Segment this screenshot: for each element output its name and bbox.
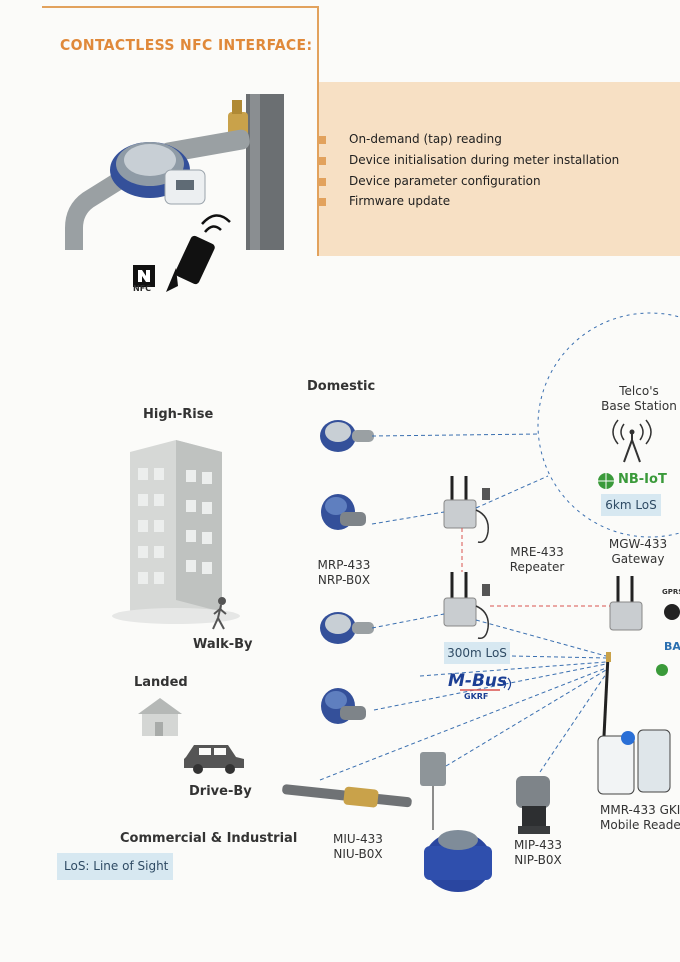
top-border: [42, 6, 318, 8]
nb-globe-icon: [656, 664, 668, 676]
feature-item: Device parameter configuration: [318, 174, 541, 188]
bac-logo: BAC: [664, 640, 680, 653]
repeater-link-lines: [461, 528, 610, 607]
meter-domestic-1: [320, 420, 374, 452]
domestic-label: Domestic: [307, 379, 376, 394]
los-6km-badge: 6km LoS: [601, 494, 661, 516]
nfc-feature-panel: On-demand (tap) reading Device initialis…: [318, 82, 680, 256]
los-legend-text: LoS: Line of Sight: [64, 859, 169, 873]
panel-divider: [317, 6, 319, 256]
nfc-logo-label: NFC: [133, 284, 152, 293]
bullet-icon: [318, 157, 326, 165]
landed-house-icon: [138, 698, 182, 736]
car-icon: [184, 745, 244, 774]
los-300m-badge: 300m LoS: [444, 642, 510, 664]
rf-link-lines: [319, 433, 607, 781]
feature-item: Device initialisation during meter insta…: [318, 153, 619, 167]
bulk-meter-icon: [420, 752, 492, 892]
meter-domestic-3: [320, 612, 374, 644]
cell-tower-icon: [612, 419, 652, 463]
meter-domestic-2: [321, 494, 366, 530]
mip-meter-icon: [516, 776, 550, 834]
miu-pipe-icon: [282, 784, 412, 808]
nbiot-label: NB-IoT: [618, 472, 667, 487]
mobile-reader-icon: [597, 652, 671, 795]
feature-item: Firmware update: [318, 194, 450, 208]
gkrf-label: GKRF: [464, 692, 489, 701]
meter-domestic-4: [321, 688, 366, 724]
bullet-icon: [318, 136, 326, 144]
los-legend-box: [57, 853, 173, 880]
gprs-label: GPRS: [662, 588, 680, 596]
nfc-heading: CONTACTLESS NFC INTERFACE:: [60, 36, 313, 54]
feature-item: On-demand (tap) reading: [318, 132, 502, 146]
high-rise-label: High-Rise: [143, 407, 214, 422]
drive-by-label: Drive-By: [189, 784, 252, 799]
walker-icon: [212, 597, 227, 630]
gateway-device-icon: [609, 576, 643, 631]
bullet-icon: [318, 198, 326, 206]
coverage-circle: [537, 312, 680, 538]
bullet-icon: [318, 178, 326, 186]
landed-label: Landed: [134, 675, 188, 690]
walk-by-label: Walk-By: [193, 637, 253, 652]
repeater-device-icon: [443, 476, 490, 544]
high-rise-building: [112, 440, 240, 624]
nfc-logo-icon: [133, 265, 155, 287]
mbus-logo-icon: M-Bus: [448, 671, 507, 691]
wifi-icon: [664, 604, 680, 620]
repeater-device-icon: [443, 572, 490, 640]
commercial-label: Commercial & Industrial: [120, 831, 298, 846]
